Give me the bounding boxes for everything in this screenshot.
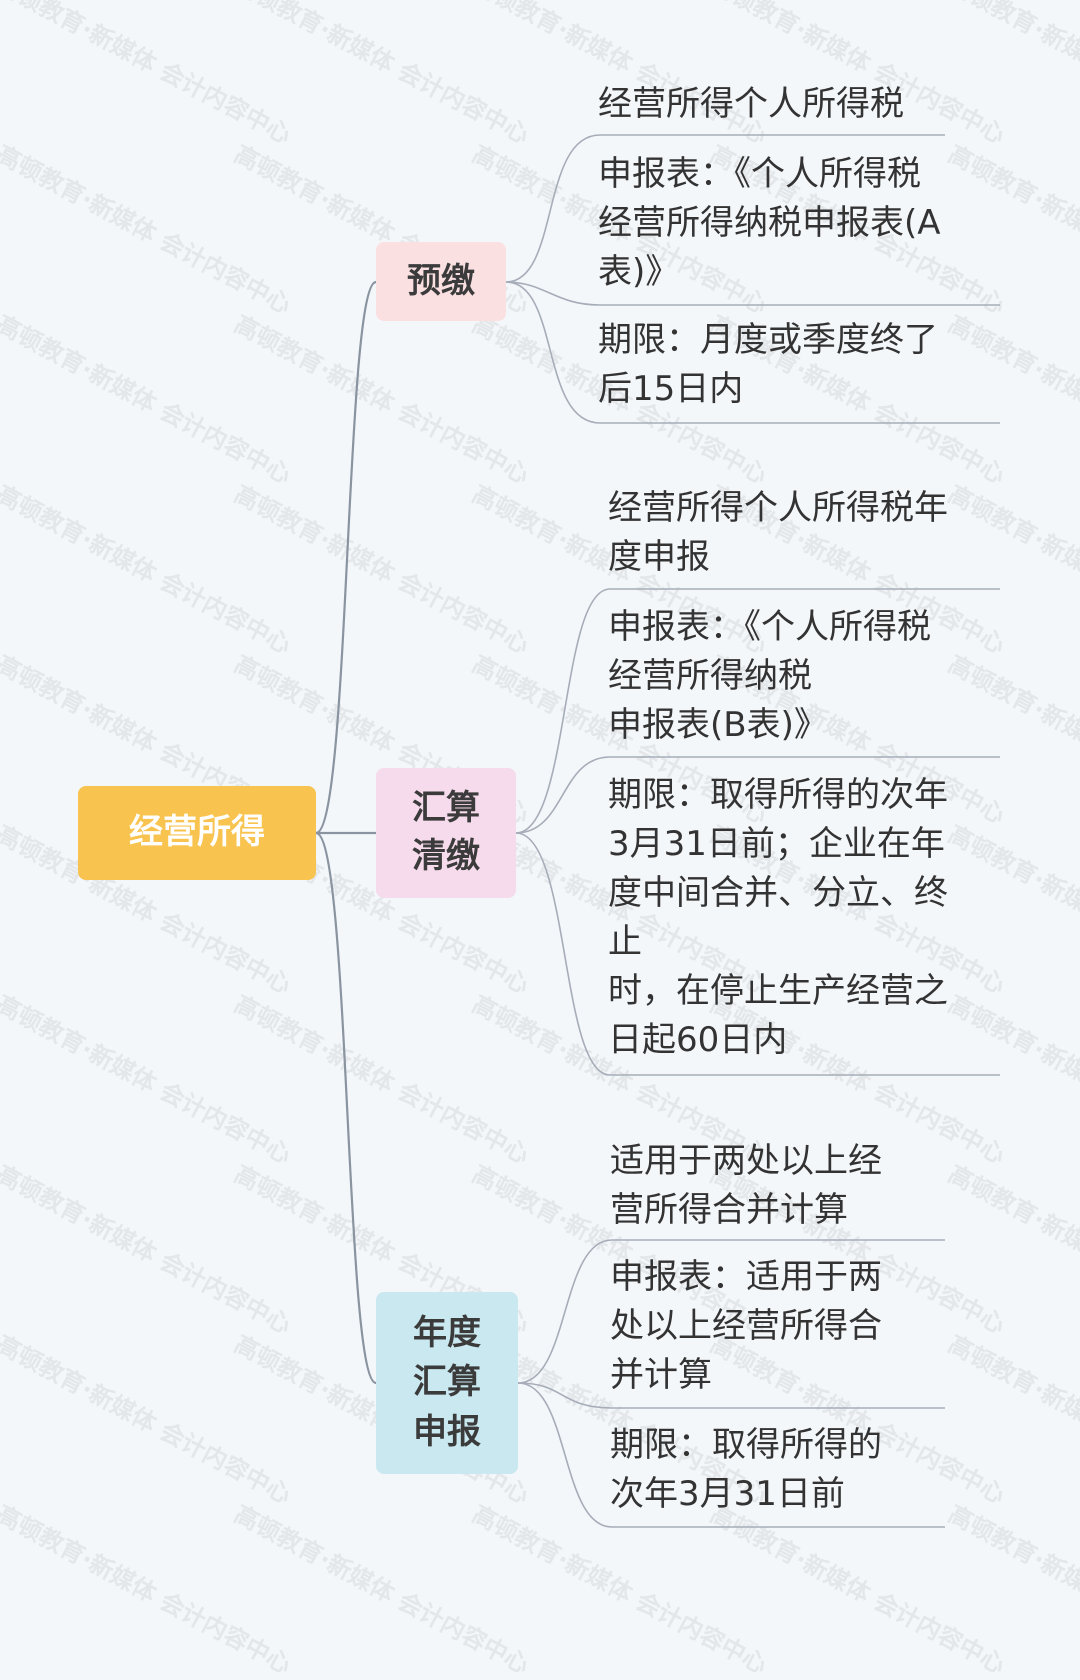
branch-label: 汇算 清缴 [412, 788, 480, 876]
leaf-niandu-2: 申报表：适用于两 处以上经营所得合 并计算 [610, 1257, 882, 1395]
connector-niandu-leaf3 [517, 1382, 945, 1528]
connector-huisuan-leaf2 [515, 756, 1000, 834]
connector-huisuan-leaf3 [515, 832, 1000, 1076]
root-node: 经营所得 [78, 786, 316, 880]
root-label: 经营所得 [129, 812, 265, 853]
connector-yujiao-leaf3 [505, 281, 1000, 424]
branch-node-huisuan-qingjiao: 汇算 清缴 [376, 768, 516, 898]
leaf-huisuan-1: 经营所得个人所得税年 度申报 [608, 488, 948, 577]
connector-lines [315, 134, 1000, 1528]
branch-node-yujiao: 预缴 [376, 242, 506, 321]
leaf-yujiao-3: 期限：月度或季度终了 后15日内 [598, 320, 938, 409]
leaf-niandu-3: 期限：取得所得的 次年3月31日前 [610, 1425, 882, 1514]
leaf-huisuan-2: 申报表：《个人所得税 经营所得纳税 申报表(B表)》 [608, 607, 931, 745]
connector-root-niandu [315, 831, 377, 1385]
connector-huisuan-leaf1 [515, 588, 1000, 834]
connector-yujiao-leaf1 [505, 134, 945, 283]
connector-niandu-leaf1 [517, 1239, 945, 1384]
connector-root-yujiao [315, 280, 377, 835]
leaf-yujiao-2: 申报表：《个人所得税 经营所得纳税申报表(A 表)》 [598, 154, 941, 292]
connector-yujiao-leaf2 [505, 281, 1000, 306]
branch-node-niandu-huisuan-shenbao: 年度 汇算 申报 [376, 1292, 518, 1474]
connector-niandu-leaf2 [517, 1382, 945, 1409]
leaf-huisuan-3: 期限：取得所得的次年 3月31日前；企业在年 度中间合并、分立、终 止 时，在停… [608, 775, 948, 1060]
leaf-yujiao-1: 经营所得个人所得税 [598, 84, 904, 124]
branch-label: 预缴 [407, 260, 475, 301]
leaf-niandu-1: 适用于两处以上经 营所得合并计算 [610, 1141, 882, 1230]
branch-label: 年度 汇算 申报 [413, 1313, 481, 1452]
